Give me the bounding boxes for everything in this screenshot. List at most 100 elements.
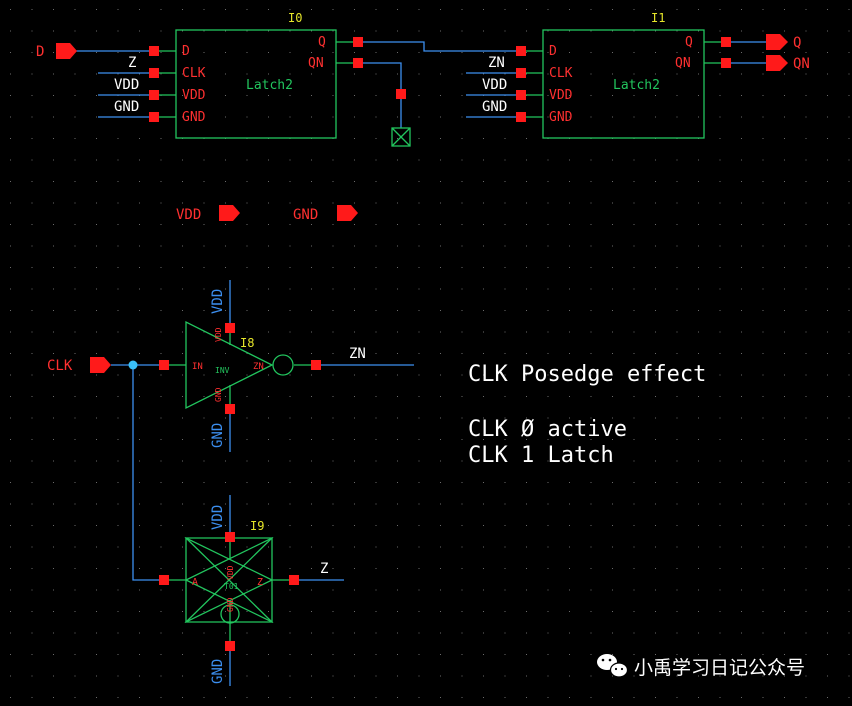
pin-label-qn: QN xyxy=(308,56,324,71)
pin-vdd[interactable] xyxy=(516,90,526,100)
pin-a[interactable] xyxy=(159,575,169,585)
pin-vdd[interactable] xyxy=(149,90,159,100)
net-label-gnd: GND xyxy=(210,659,226,684)
pin-label-vdd: VDD xyxy=(226,565,235,580)
latch-instance-i1[interactable]: I1 Latch2 D CLK VDD GND Q QN xyxy=(516,11,731,139)
pin-noconn[interactable] xyxy=(396,89,406,99)
port-gnd[interactable]: GND xyxy=(293,205,358,223)
instance-name: I0 xyxy=(288,11,302,25)
net-label-gnd: GND xyxy=(210,423,226,448)
pin-label-in: IN xyxy=(192,362,203,372)
clk-branch-wire xyxy=(128,360,164,581)
cell-name: Latch2 xyxy=(613,78,660,93)
pin-clk[interactable] xyxy=(516,68,526,78)
pin-z[interactable] xyxy=(289,575,299,585)
port-label: D xyxy=(36,44,44,60)
pin-label-gnd: GND xyxy=(182,110,206,125)
port-arrow-icon xyxy=(56,43,77,59)
pin-label-vdd: VDD xyxy=(549,88,573,103)
pin-in[interactable] xyxy=(159,360,169,370)
port-q-output[interactable]: Q xyxy=(766,34,801,51)
port-label: Q xyxy=(793,35,801,51)
port-arrow-icon xyxy=(766,34,788,50)
instance-name: I8 xyxy=(240,336,254,350)
inverter-bubble xyxy=(272,354,294,376)
net-label-gnd: GND xyxy=(114,99,139,115)
latch-instance-i0[interactable]: I0 Latch2 D CLK VDD GND Q QN xyxy=(149,11,363,139)
instance-name: I9 xyxy=(250,519,264,533)
port-label: VDD xyxy=(176,207,201,223)
port-vdd[interactable]: VDD xyxy=(176,205,240,223)
pin-label-vdd: VDD xyxy=(214,327,223,342)
pin-label-gnd: GND xyxy=(214,387,223,402)
pin-gnd[interactable] xyxy=(225,404,235,414)
note-line: CLK Posedge effect xyxy=(468,362,706,387)
pin-label-a: A xyxy=(192,577,198,588)
pin-label-qn: QN xyxy=(675,56,691,71)
pin-label-gnd: GND xyxy=(226,597,235,612)
pin-zn[interactable] xyxy=(311,360,321,370)
port-arrow-icon xyxy=(219,205,240,221)
inverter-triangle xyxy=(185,320,274,410)
port-d-input[interactable]: D xyxy=(36,43,77,60)
net-label-vdd: VDD xyxy=(210,289,226,314)
pin-label-zn: ZN xyxy=(253,362,264,372)
port-arrow-icon xyxy=(766,55,788,71)
port-label: GND xyxy=(293,207,318,223)
net-label-vdd: VDD xyxy=(482,77,507,93)
latch-body xyxy=(542,29,705,139)
pin-gnd[interactable] xyxy=(225,641,235,651)
junction-dot xyxy=(128,360,138,370)
pin-label-q: Q xyxy=(318,35,326,50)
pin-qn[interactable] xyxy=(353,58,363,68)
pin-gnd[interactable] xyxy=(516,112,526,122)
pin-q[interactable] xyxy=(721,37,731,47)
net-label-z: Z xyxy=(320,561,328,577)
instance-name: I1 xyxy=(651,11,665,25)
pin-label-d: D xyxy=(182,44,190,59)
pin-vdd[interactable] xyxy=(225,323,235,333)
pin-d[interactable] xyxy=(516,46,526,56)
watermark: 小禹学习日记公众号 xyxy=(597,654,805,679)
buffer-bubble xyxy=(220,604,240,624)
pin-label-vdd: VDD xyxy=(182,88,206,103)
pin-label-z: Z xyxy=(257,577,263,588)
port-qn-output[interactable]: QN xyxy=(766,55,810,72)
note-line: CLK Ø active xyxy=(468,417,627,442)
port-arrow-icon xyxy=(90,357,111,373)
wechat-icon xyxy=(597,654,629,678)
net-label-zn: ZN xyxy=(349,346,366,362)
pin-label-clk: CLK xyxy=(549,66,573,81)
port-clk[interactable]: CLK xyxy=(47,357,111,374)
port-arrow-icon xyxy=(337,205,358,221)
pin-gnd[interactable] xyxy=(149,112,159,122)
pin-q[interactable] xyxy=(353,37,363,47)
net-label-vdd: VDD xyxy=(114,77,139,93)
pin-label-d: D xyxy=(549,44,557,59)
net-label-gnd: GND xyxy=(482,99,507,115)
pin-label-clk: CLK xyxy=(182,66,206,81)
pin-label-gnd: GND xyxy=(549,110,573,125)
pin-d[interactable] xyxy=(149,46,159,56)
pin-qn[interactable] xyxy=(721,58,731,68)
watermark-text: 小禹学习日记公众号 xyxy=(634,657,805,679)
port-label: QN xyxy=(793,56,810,72)
pin-clk[interactable] xyxy=(149,68,159,78)
net-label-z: Z xyxy=(128,55,136,71)
note-line: CLK 1 Latch xyxy=(468,443,614,468)
inverter-instance-i8[interactable]: I8 IN ZN INV VDD GND VDD GND ZN xyxy=(111,280,414,452)
top-wires xyxy=(76,41,766,128)
cell-name: T01 xyxy=(224,582,239,591)
latch-body xyxy=(175,29,337,139)
buffer-instance-i9[interactable]: I9 A Z T01 VDD GND VDD GND Z xyxy=(159,495,344,686)
pin-vdd[interactable] xyxy=(225,532,235,542)
net-label-zn: ZN xyxy=(488,55,505,71)
pin-label-q: Q xyxy=(685,35,693,50)
cell-name: INV xyxy=(215,366,230,375)
no-connect-terminator[interactable] xyxy=(391,89,411,147)
net-label-vdd: VDD xyxy=(210,505,226,530)
annotation-notes: CLK Posedge effect CLK Ø active CLK 1 La… xyxy=(468,362,706,468)
port-label: CLK xyxy=(47,358,73,374)
cell-name: Latch2 xyxy=(246,78,293,93)
